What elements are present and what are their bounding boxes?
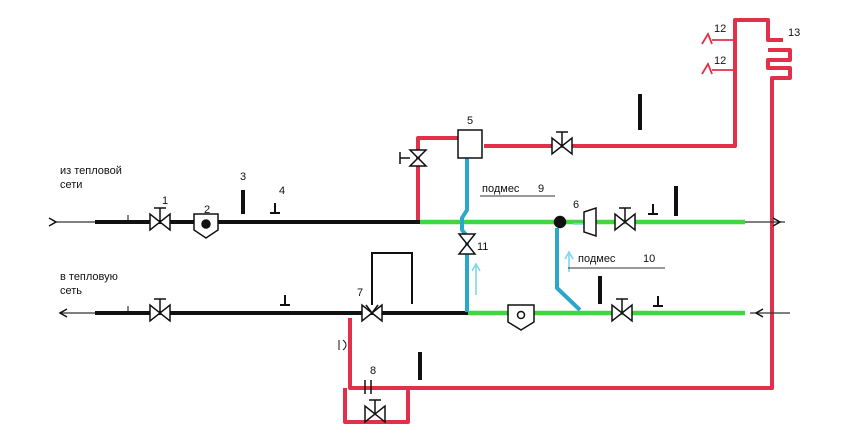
valve-green-bottom — [611, 298, 633, 323]
valve-11 — [457, 233, 477, 255]
air-vent-12-top — [701, 31, 735, 45]
valve-return-network — [149, 298, 171, 323]
label-to-network-2: сеть — [60, 285, 82, 297]
label-from-network-1: из тепловой — [60, 165, 122, 177]
mixing-box-5 — [457, 129, 483, 159]
heating-outlet-arrow — [772, 217, 782, 227]
valve-red-left — [399, 149, 428, 167]
valve-7 — [361, 303, 383, 323]
mixing-flow-arrow-right — [564, 250, 574, 272]
callout-3: 3 — [240, 171, 246, 183]
gauges — [241, 94, 678, 380]
outlet-arrow — [58, 308, 68, 318]
callout-6: 6 — [573, 199, 579, 211]
callout-9: 9 — [538, 183, 544, 195]
label-to-network-1: в тепловую — [60, 271, 118, 283]
callout-12-top: 12 — [714, 23, 726, 35]
callout-4: 4 — [279, 185, 285, 197]
air-vent-12-bottom — [701, 61, 735, 75]
pressure-taps — [127, 203, 663, 311]
callout-1: 1 — [162, 195, 168, 207]
mud-collector-2 — [193, 213, 219, 239]
heating-return-arrow — [754, 308, 764, 318]
flow-meter-8 — [364, 380, 372, 394]
valve-1 — [149, 207, 171, 232]
callout-2: 2 — [204, 204, 210, 216]
mixing-flow-arrow-left — [471, 262, 481, 295]
callout-11: 11 — [477, 241, 488, 253]
mixing-pipes — [460, 158, 582, 312]
valve-8 — [364, 399, 386, 424]
mud-collector-return — [507, 304, 535, 331]
callout-8: 8 — [370, 365, 376, 377]
pump-6 — [553, 206, 597, 238]
inlet-arrow — [48, 217, 58, 227]
drain-symbol — [338, 339, 347, 351]
callout-12-bottom: 12 — [714, 55, 726, 67]
callout-5: 5 — [467, 115, 473, 127]
black-network-pipes — [95, 220, 470, 315]
valve-green-top — [614, 207, 636, 232]
red-supply-pipe — [343, 18, 792, 424]
valve-red-top — [551, 131, 573, 156]
callout-13: 13 — [788, 27, 800, 39]
callout-10: 10 — [643, 253, 655, 265]
callout-7: 7 — [357, 287, 363, 299]
label-bypass-10: подмес — [578, 253, 616, 265]
label-from-network-2: сети — [60, 179, 82, 191]
label-bypass-9: подмес — [482, 183, 520, 195]
leader-lines — [480, 195, 665, 269]
